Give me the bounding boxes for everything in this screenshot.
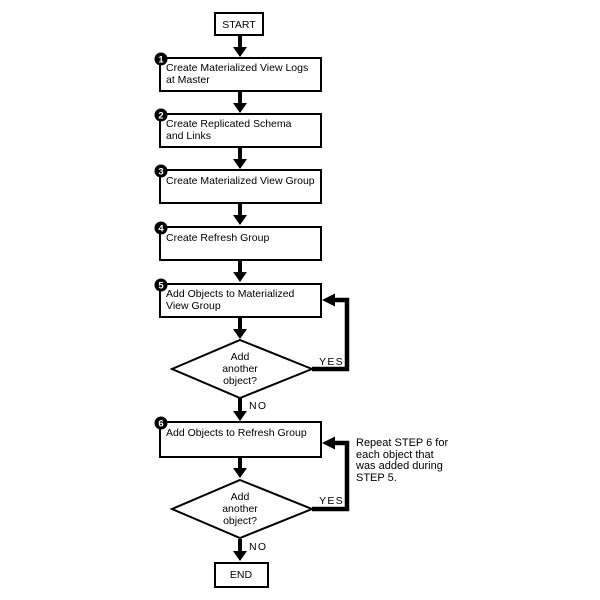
step-5-box: [159, 283, 322, 318]
step-4-box: [159, 226, 322, 261]
step-2-node: 2 Create Replicated Schema and Links: [154, 108, 322, 148]
step-1-box: [159, 57, 322, 92]
decision-1-loop-arrowhead: [322, 293, 335, 307]
decision-2-diamond: [169, 478, 315, 540]
decision-1-no-label: NO: [249, 400, 267, 412]
step-3-node: 3 Create Materialized View Group: [154, 164, 322, 204]
step-6-badge: [154, 416, 168, 430]
decision-2-node: Add another object?: [169, 478, 315, 540]
arrow-decision1-to-step6: [233, 398, 247, 421]
step-2-badge: [154, 108, 168, 122]
step-1-label-line-2: at Master: [166, 74, 210, 86]
decision-1-label-line-2: another: [222, 363, 258, 375]
step-1-label-line-1: Create Materialized View Logs: [166, 62, 308, 74]
step-2-label-line-2: and Links: [166, 130, 211, 142]
step-2-box: [159, 113, 322, 148]
step-5-label-line-1: Add Objects to Materialized: [166, 288, 295, 300]
arrow-start-to-step1: [233, 35, 247, 57]
arrow-step5-to-decision1: [233, 317, 247, 339]
step-4-node: 4 Create Refresh Group: [154, 221, 322, 261]
annotation: Repeat STEP 6 for each object that was a…: [355, 437, 448, 484]
step-3-label-line-1: Create Materialized View Group: [166, 175, 315, 187]
annotation-line-2: each object that: [356, 449, 434, 461]
step-4-label-line-1: Create Refresh Group: [166, 232, 269, 244]
decision-2-label-line-2: another: [222, 503, 258, 515]
decision-2-label-line-3: object?: [223, 515, 257, 527]
decision-2-yes-label: YES: [319, 495, 344, 507]
step-6-badge-number: 6: [158, 419, 163, 430]
arrow-step4-to-step5: [233, 260, 247, 282]
decision-2-no-label: NO: [249, 541, 267, 553]
step-5-badge: [154, 278, 168, 292]
start-label: START: [222, 19, 256, 31]
annotation-line-4: STEP 5.: [356, 472, 397, 484]
step-4-badge: [154, 221, 168, 235]
step-3-box: [159, 169, 322, 204]
arrow-decision2-to-end: [233, 539, 247, 561]
decision-2-loop-arrowhead: [322, 436, 335, 450]
step-5-node: 5 Add Objects to Materialized View Group: [154, 278, 322, 318]
arrow-step2-to-step3: [233, 147, 247, 169]
arrow-step1-to-step2: [233, 91, 247, 113]
decision-1-diamond: [169, 338, 315, 400]
step-3-badge: [154, 164, 168, 178]
decision-1-node: Add another object?: [169, 338, 315, 400]
end-label: END: [230, 569, 253, 581]
decision-2-label-line-1: Add: [231, 491, 250, 503]
step-1-node: 1 Create Materialized View Logs at Maste…: [154, 52, 322, 92]
step-6-node: 6 Add Objects to Refresh Group: [154, 416, 322, 458]
decision-1-label-line-1: Add: [231, 351, 250, 363]
step-6-label-line-1: Add Objects to Refresh Group: [166, 427, 307, 439]
step-1-badge-number: 1: [158, 55, 164, 66]
decision-2-yes-loop-line: [312, 440, 350, 512]
step-6-box: [159, 421, 322, 458]
step-5-badge-number: 5: [158, 281, 164, 292]
step-3-badge-number: 3: [158, 167, 163, 178]
decision-1-yes-label: YES: [319, 356, 344, 368]
annotation-line-3: was added during: [355, 460, 443, 472]
decision-1-label-line-3: object?: [223, 375, 257, 387]
step-1-badge: [154, 52, 168, 66]
step-5-label-line-2: View Group: [166, 300, 221, 312]
arrow-step3-to-step4: [233, 203, 247, 225]
start-node: START: [214, 12, 264, 36]
end-box: [214, 562, 269, 588]
arrow-step6-to-decision2: [233, 457, 247, 478]
step-2-label-line-1: Create Replicated Schema: [166, 118, 292, 130]
step-2-badge-number: 2: [158, 111, 163, 122]
end-node: END: [214, 562, 269, 588]
step-4-badge-number: 4: [158, 224, 164, 235]
annotation-line-1: Repeat STEP 6 for: [356, 437, 448, 449]
decision-1-yes-loop-line: [312, 297, 350, 372]
